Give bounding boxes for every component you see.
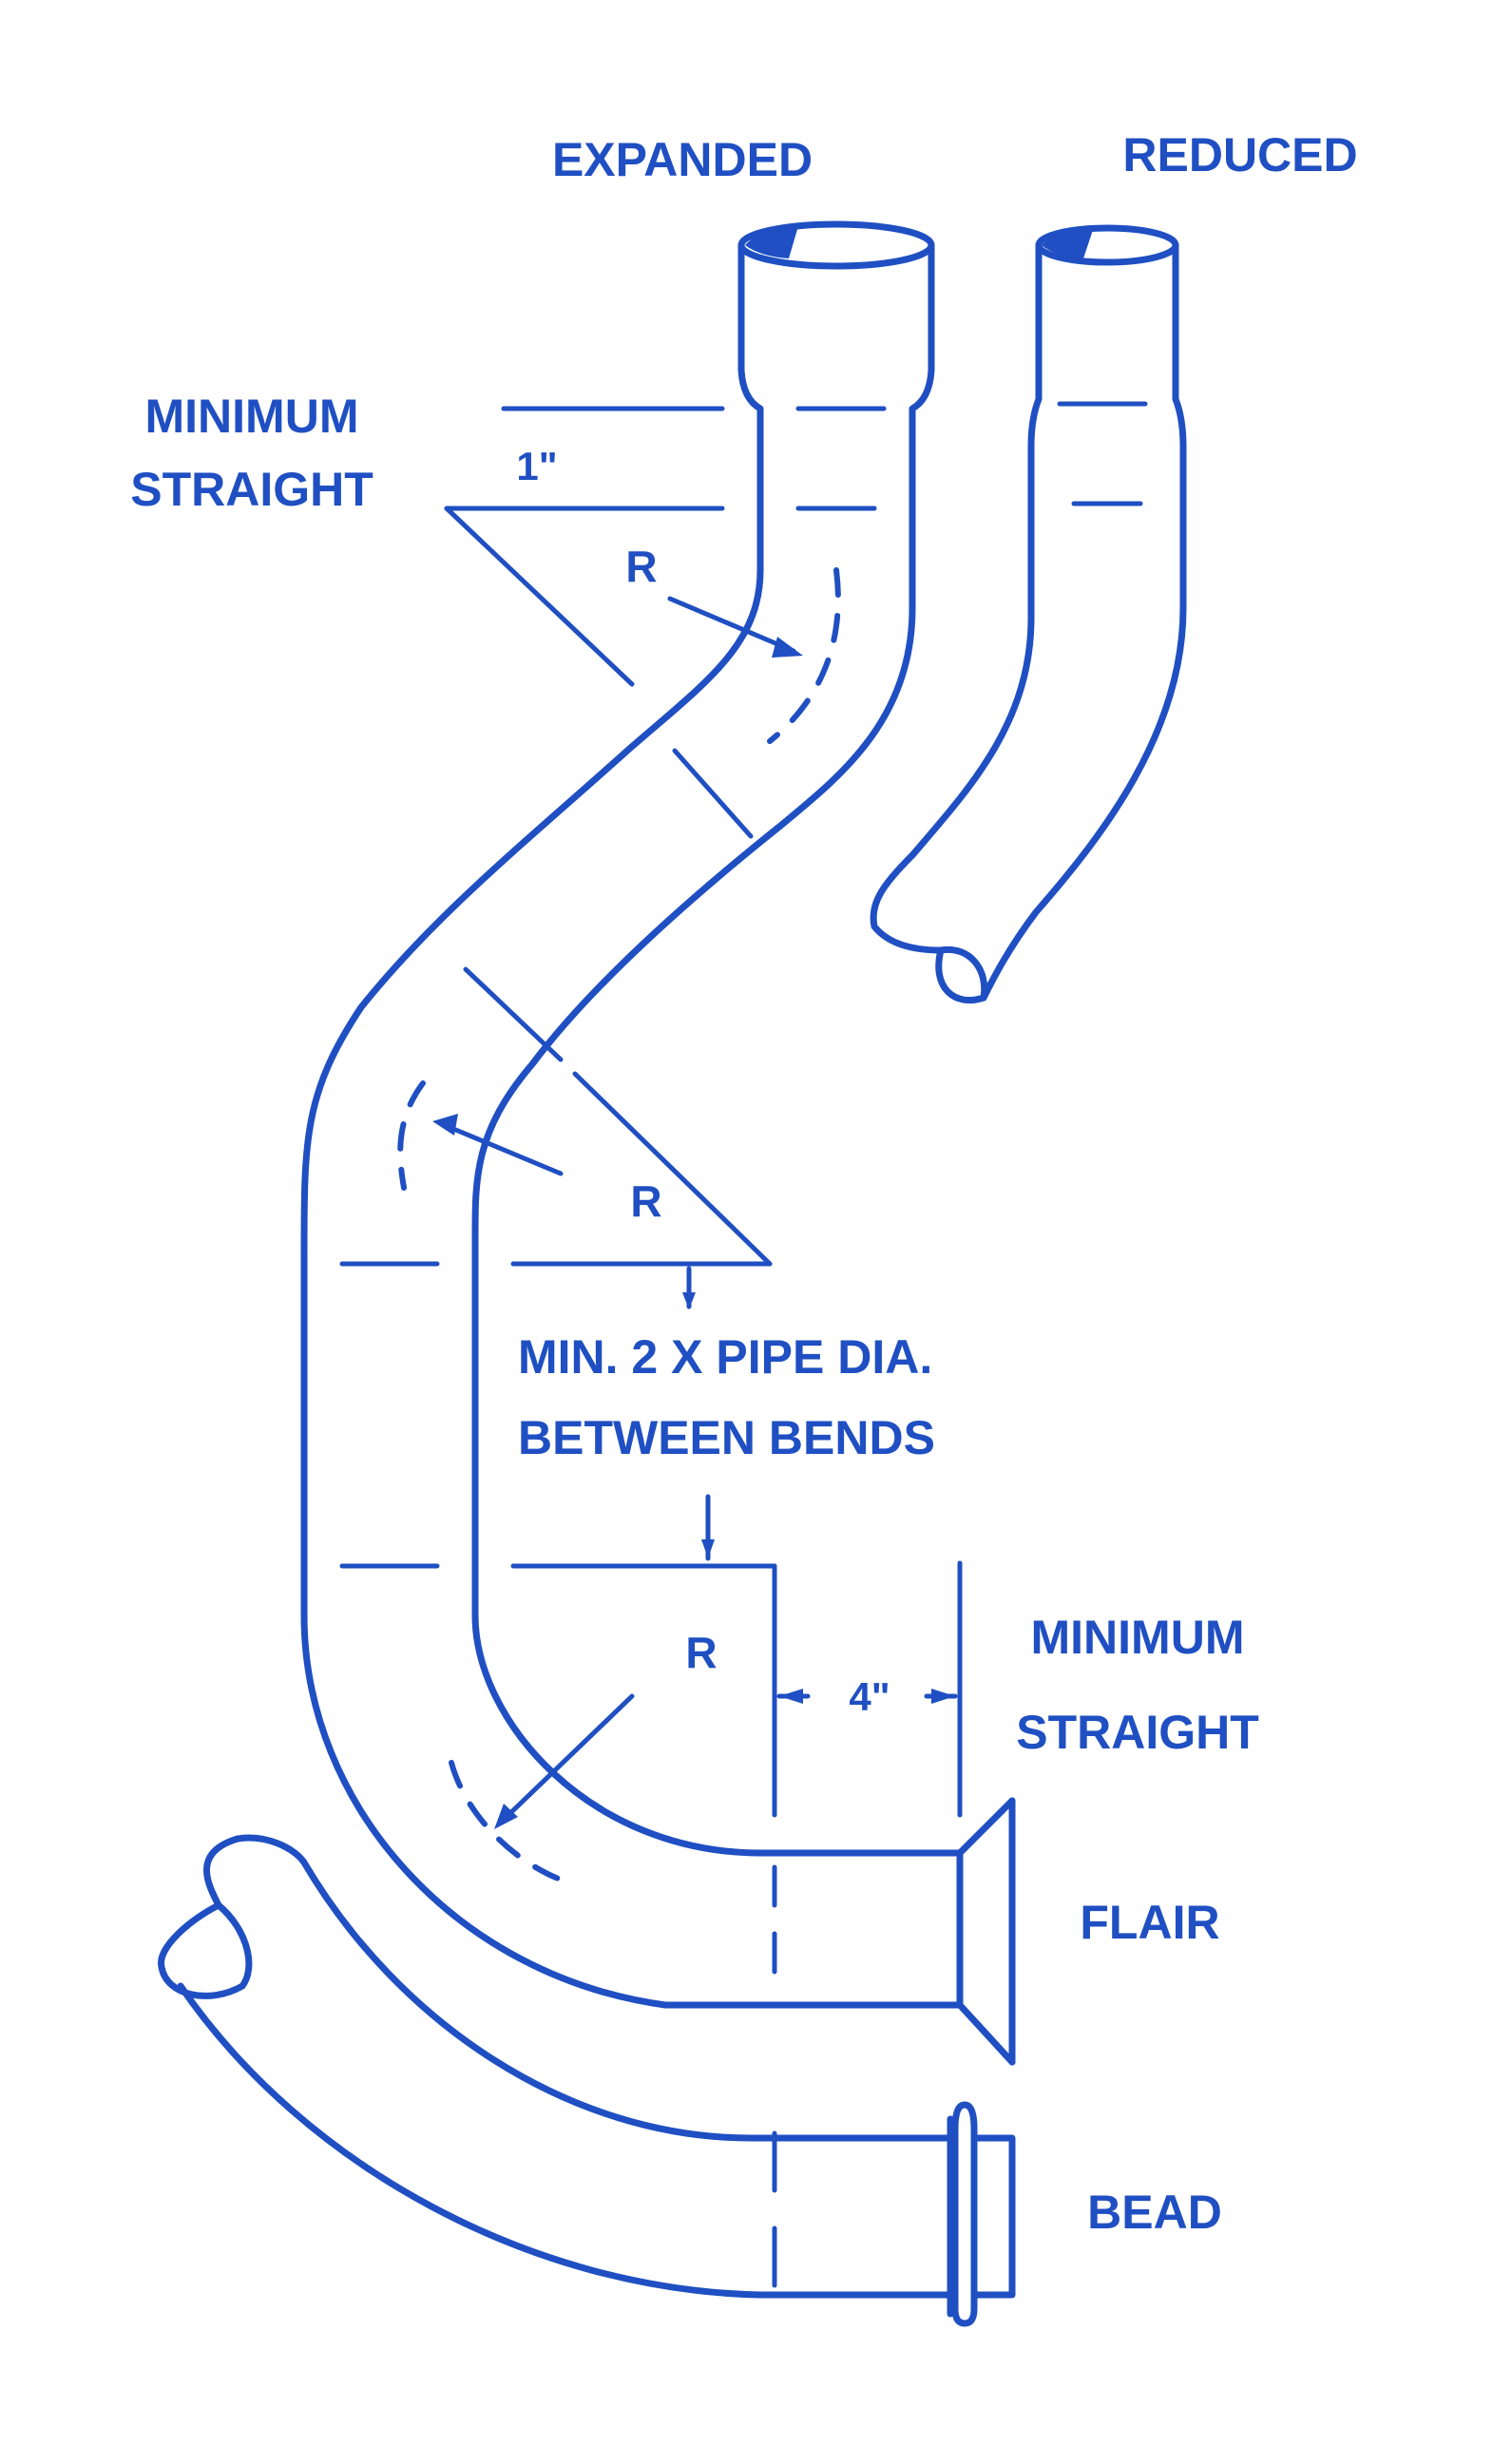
reduced-pipe-end xyxy=(935,945,988,1004)
leader-line-middle xyxy=(572,1071,773,1267)
between-bends-arrowhead-top xyxy=(682,1292,696,1309)
radius-arrowhead-top xyxy=(772,637,803,658)
bead-pipe-end xyxy=(947,2101,1016,2327)
label-flair: FLAIR xyxy=(1080,1896,1219,1949)
radius-arc-bottom xyxy=(449,1760,568,1884)
label-radius-top: R xyxy=(625,542,657,591)
main-pipe-inner-wall xyxy=(471,490,964,1857)
expanded-right-wall xyxy=(909,241,935,498)
label-expanded: EXPANDED xyxy=(552,133,813,186)
bead-pipe-bottom-wall xyxy=(177,1982,954,2299)
label-between-bends-1: MIN. 2 X PIPE DIA. xyxy=(518,1330,932,1384)
radius-arrow-top xyxy=(667,596,796,654)
label-between-bends-2: BETWEEN BENDS xyxy=(518,1411,935,1464)
dimensions xyxy=(397,406,963,1884)
reduced-left-wall xyxy=(870,241,1043,954)
bead-pipe-opening xyxy=(158,1835,253,1999)
flair-bottom-edge xyxy=(956,2001,1016,2066)
label-one-inch: 1" xyxy=(516,444,557,488)
radius-arrowhead-bottom xyxy=(494,1804,518,1829)
leader-line-top xyxy=(444,506,635,687)
radius-arc-middle xyxy=(397,1080,426,1191)
label-four-inch: 4" xyxy=(849,1674,890,1719)
radius-arrowhead-middle xyxy=(432,1114,458,1136)
reduced-pipe xyxy=(870,224,1187,1004)
section-mark-3 xyxy=(672,748,754,839)
label-minimum-bottom-1: MINIMUM xyxy=(1031,1611,1245,1664)
four-inch-arrowhead-right xyxy=(931,1689,955,1704)
main-pipe-outer-wall xyxy=(300,490,964,2009)
radius-arrow-bottom xyxy=(506,1693,635,1818)
between-bends-arrowhead-bottom xyxy=(701,1539,715,1558)
reduced-right-wall xyxy=(980,241,1187,1002)
label-radius-bottom: R xyxy=(685,1628,717,1677)
four-inch-arrowhead-left xyxy=(779,1689,803,1704)
bead-pipe xyxy=(158,1834,1016,2327)
label-radius-middle: R xyxy=(630,1176,661,1226)
label-minimum-top-2: STRAIGHT xyxy=(130,463,373,516)
flair-top-edge xyxy=(956,1797,1016,1857)
expanded-left-wall xyxy=(737,241,764,574)
expanded-pipe xyxy=(300,220,1016,2066)
expanded-pipe-shadow xyxy=(745,226,798,258)
radius-arc-top xyxy=(767,567,841,744)
label-minimum-top-1: MINIMUM xyxy=(145,390,359,443)
section-mark-4 xyxy=(463,966,564,1062)
bead-pipe-top-wall xyxy=(234,1834,954,2142)
reduced-pipe-shadow xyxy=(1042,230,1093,258)
labels: EXPANDED REDUCED MINIMUM STRAIGHT 1" R R… xyxy=(130,128,1357,2239)
label-bead: BEAD xyxy=(1087,2186,1222,2239)
radius-arrow-middle xyxy=(444,1123,564,1176)
label-minimum-bottom-2: STRAIGHT xyxy=(1016,1706,1259,1759)
label-reduced: REDUCED xyxy=(1122,128,1357,181)
